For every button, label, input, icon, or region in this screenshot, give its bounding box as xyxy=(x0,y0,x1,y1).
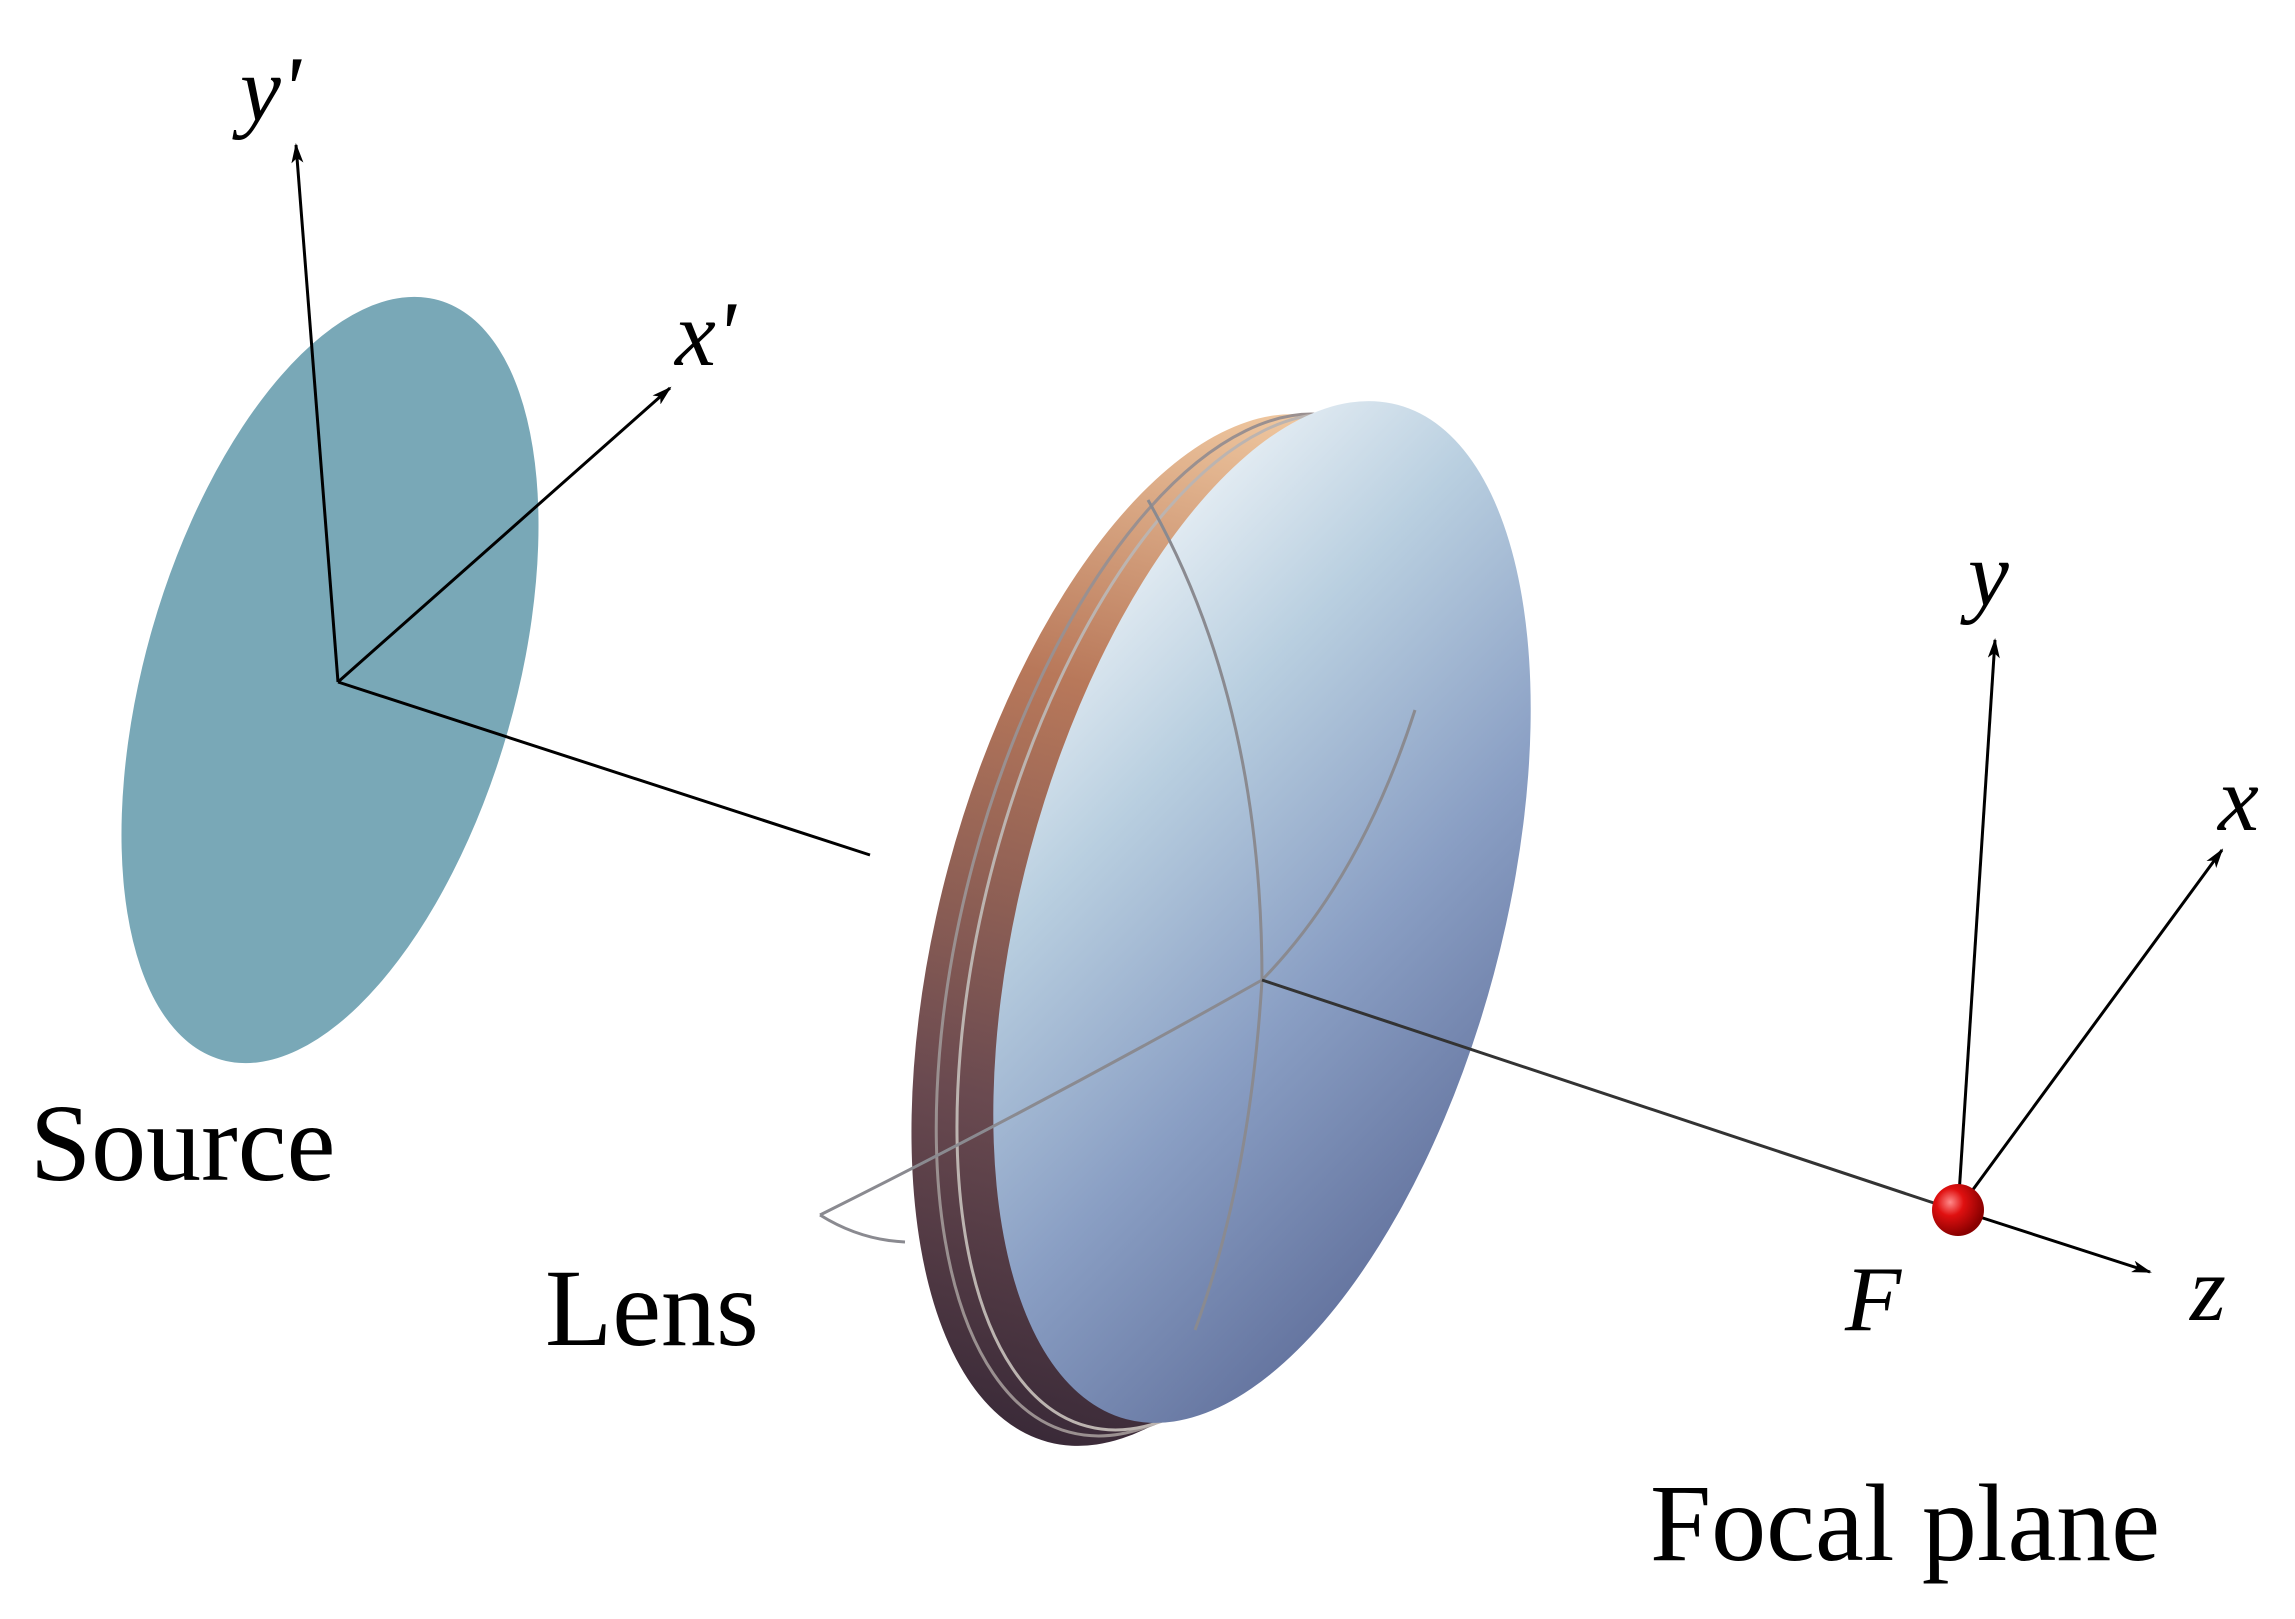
source-x-label: x' xyxy=(673,283,737,385)
focal-y-label: y xyxy=(1960,523,2009,625)
lens-mesh-horizontal xyxy=(819,709,1417,1217)
focal-x-label: x xyxy=(2216,748,2259,850)
source-label: Source xyxy=(30,1082,335,1204)
focal-x-axis xyxy=(1956,848,2224,1211)
focal-axes xyxy=(1956,638,2224,1274)
optical-axis-back xyxy=(1261,978,1956,1212)
source-x-axis xyxy=(337,386,672,684)
focus-point xyxy=(1932,1184,1984,1236)
optical-axis-front xyxy=(337,680,871,857)
lens xyxy=(819,401,1531,1446)
source-disk xyxy=(121,296,539,1064)
source-axes xyxy=(291,143,672,684)
z-label: z xyxy=(2188,1238,2226,1340)
focal-plane-label: Focal plane xyxy=(1650,1462,2160,1584)
lens-mesh-vertical xyxy=(1146,499,1264,1331)
lens-mesh-rim-arc xyxy=(819,1213,906,1244)
source-y-label: y' xyxy=(232,38,302,140)
source-y-axis xyxy=(291,143,340,683)
focal-y-axis xyxy=(1956,638,2000,1211)
z-axis xyxy=(1957,1208,2152,1274)
lens-face xyxy=(993,401,1531,1423)
focus-label: F xyxy=(1844,1248,1902,1350)
lens-label: Lens xyxy=(545,1247,759,1369)
